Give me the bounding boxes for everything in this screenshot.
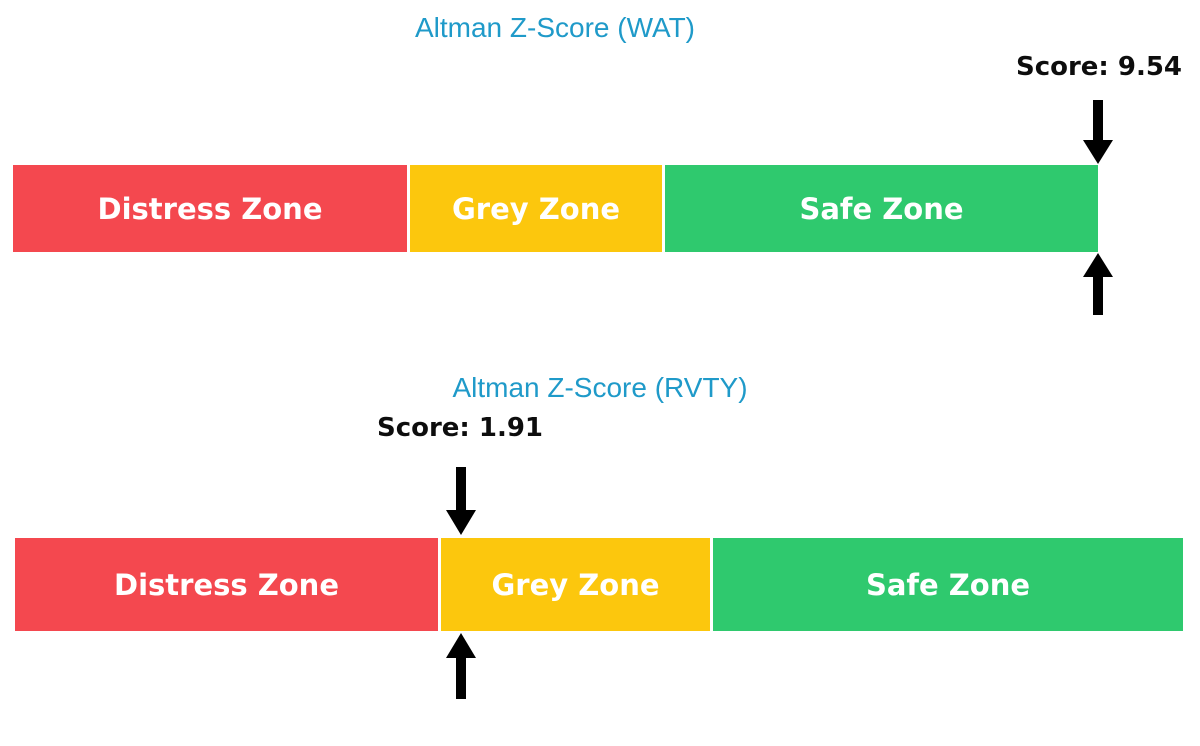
distress-zone-label: Distress Zone <box>97 191 323 226</box>
chart-title-rvty: Altman Z-Score (RVTY) <box>452 372 748 403</box>
distress-zone-segment: Distress Zone <box>15 538 438 631</box>
up-arrow-icon <box>1083 253 1113 315</box>
zone-bar-wat: Distress Zone Grey Zone Safe Zone <box>0 165 1200 252</box>
distress-zone-segment: Distress Zone <box>13 165 407 252</box>
grey-zone-segment: Grey Zone <box>441 538 710 631</box>
chart-title-wat: Altman Z-Score (WAT) <box>414 12 695 43</box>
down-arrow-icon <box>446 467 476 535</box>
safe-zone-label: Safe Zone <box>799 191 964 226</box>
safe-zone-label: Safe Zone <box>865 567 1031 602</box>
grey-zone-label: Grey Zone <box>451 191 621 226</box>
score-label-wat: Score: 9.54 <box>1015 52 1183 82</box>
score-label-rvty: Score: 1.91 <box>376 413 544 443</box>
safe-zone-segment: Safe Zone <box>713 538 1183 631</box>
down-arrow-icon <box>1083 100 1113 164</box>
up-arrow-icon <box>446 633 476 699</box>
safe-zone-segment: Safe Zone <box>665 165 1098 252</box>
zone-bar-rvty: Distress Zone Grey Zone Safe Zone <box>0 538 1200 631</box>
grey-zone-segment: Grey Zone <box>410 165 662 252</box>
grey-zone-label: Grey Zone <box>491 567 660 602</box>
distress-zone-label: Distress Zone <box>114 567 339 602</box>
